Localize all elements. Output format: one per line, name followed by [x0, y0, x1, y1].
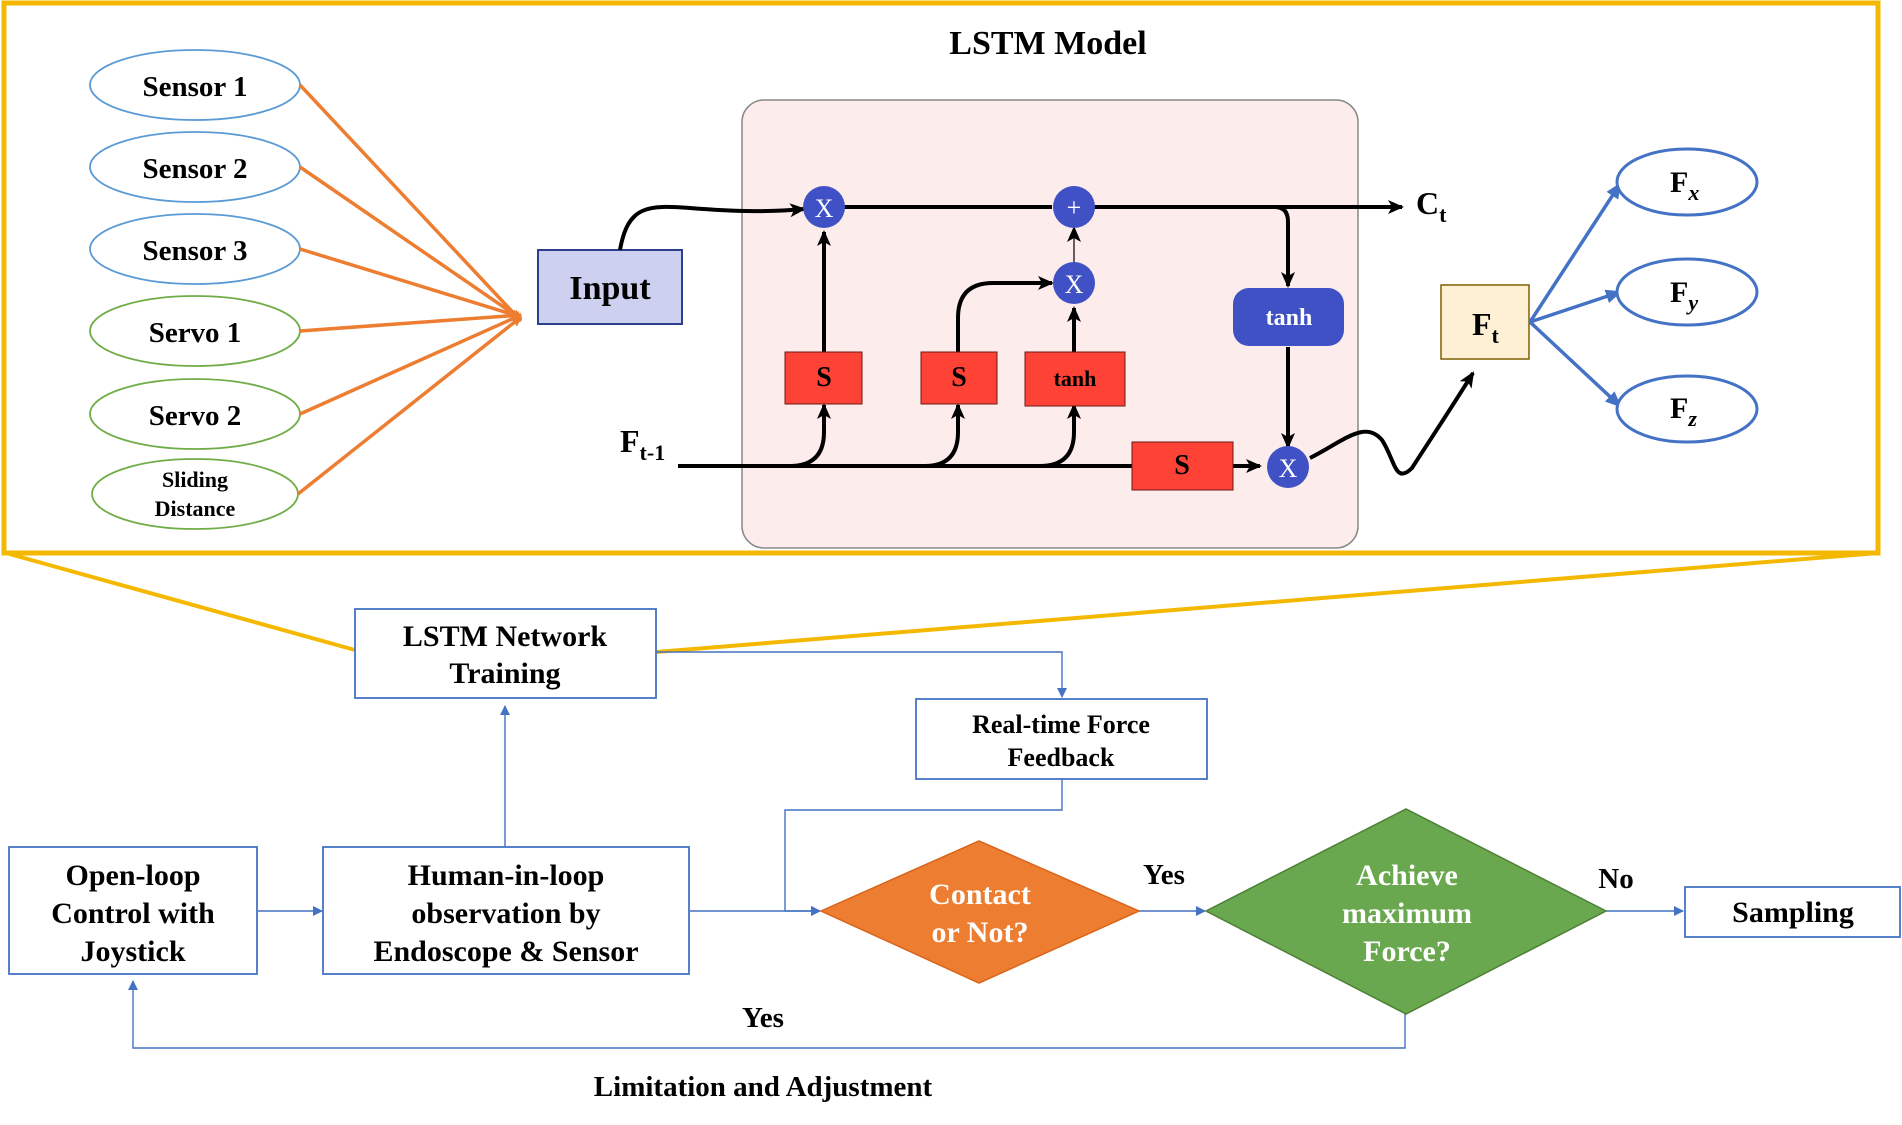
open-loop-label-3: Joystick — [81, 935, 186, 968]
input-multiply-op — [1053, 262, 1095, 304]
cell-add-label: + — [1067, 193, 1082, 222]
force-y-label: Fy — [1670, 276, 1698, 315]
lstm-title: LSTM Model — [949, 25, 1146, 62]
prev-output-label: Ft-1 — [620, 423, 665, 465]
achieve-force-decision — [1204, 808, 1608, 1015]
human-in-loop-box — [322, 846, 690, 975]
forget-gate-sigma-label: S — [816, 362, 832, 393]
loop-caption: Limitation and Adjustment — [594, 1071, 933, 1103]
force-x-label: Fx — [1670, 166, 1699, 205]
achieve-label-2: maximum — [1342, 897, 1472, 930]
contact-decision — [819, 840, 1141, 984]
servo-1-label: Servo 1 — [149, 317, 242, 349]
human-in-loop-label-1: Human-in-loop — [408, 859, 605, 892]
output-multiply-op — [1267, 446, 1309, 488]
contact-label-1: Contact — [929, 878, 1031, 911]
contact-label-2: or Not? — [932, 916, 1029, 949]
yes-contact-label: Yes — [1143, 859, 1185, 891]
force-z-node — [1615, 374, 1759, 444]
open-loop-label-2: Control with — [51, 897, 215, 930]
input-gate-sigma-label: S — [951, 362, 967, 393]
sensor-2-label: Sensor 2 — [142, 153, 247, 185]
output-gate-sigma — [1131, 441, 1234, 491]
input-nodes: Sensor 1 Sensor 2 Sensor 3 Servo 1 Servo… — [89, 49, 301, 530]
output-gate-sigma-label: S — [1174, 450, 1190, 481]
achieve-label-3: Force? — [1363, 935, 1451, 968]
force-feedback-label-1: Real-time Force — [972, 710, 1150, 739]
servo-2-label: Servo 2 — [149, 400, 242, 432]
sliding-distance-label-1: Sliding — [162, 467, 228, 492]
human-in-loop-label-3: Endoscope & Sensor — [373, 935, 638, 968]
output-arrows — [1528, 182, 1622, 408]
sampling-label: Sampling — [1732, 896, 1854, 929]
lstm-panel-border — [1, 0, 1881, 556]
cell-state-label: Ct — [1416, 185, 1447, 227]
cell-add-op — [1053, 186, 1095, 228]
input-box-label: Input — [569, 270, 651, 307]
no-achieve-label: No — [1598, 863, 1633, 895]
lstm-training-box — [354, 608, 657, 699]
lstm-internal-lines — [618, 200, 1475, 476]
force-x-node — [1615, 147, 1759, 217]
force-z-label: Fz — [1670, 392, 1697, 431]
achieve-label-1: Achieve — [1356, 859, 1458, 892]
lstm-training-label-2: Training — [449, 657, 560, 690]
candidate-tanh-gate — [1024, 351, 1126, 407]
force-y-node — [1615, 257, 1759, 327]
input-gate-sigma — [920, 351, 998, 405]
yes-loop-label: Yes — [742, 1002, 784, 1034]
cell-tanh-node — [1233, 288, 1344, 346]
input-multiply-label: X — [1065, 270, 1084, 299]
flow-lines — [128, 651, 1684, 1049]
input-arrows — [296, 83, 523, 496]
output-ft-label: Ft — [1472, 306, 1500, 348]
sensor-1-label: Sensor 1 — [142, 71, 247, 103]
sliding-distance-label-2: Distance — [155, 496, 236, 521]
forget-multiply-label: X — [815, 194, 834, 223]
force-feedback-label-2: Feedback — [1008, 743, 1115, 772]
sensor-3-label: Sensor 3 — [142, 235, 247, 267]
output-ft-box — [1440, 284, 1530, 360]
lstm-cell-background — [741, 99, 1359, 549]
open-loop-box — [8, 846, 258, 975]
force-feedback-box — [915, 698, 1208, 780]
input-box — [537, 249, 683, 325]
forget-gate-sigma — [784, 351, 863, 405]
cell-tanh-label: tanh — [1266, 305, 1313, 331]
forget-multiply-op — [803, 186, 845, 228]
candidate-tanh-label: tanh — [1054, 366, 1097, 391]
lstm-training-label-1: LSTM Network — [403, 620, 607, 653]
zoom-connector — [5, 551, 1879, 654]
human-in-loop-label-2: observation by — [411, 897, 600, 930]
output-multiply-label: X — [1279, 454, 1298, 483]
sampling-box — [1684, 886, 1901, 938]
open-loop-label-1: Open-loop — [65, 859, 200, 892]
